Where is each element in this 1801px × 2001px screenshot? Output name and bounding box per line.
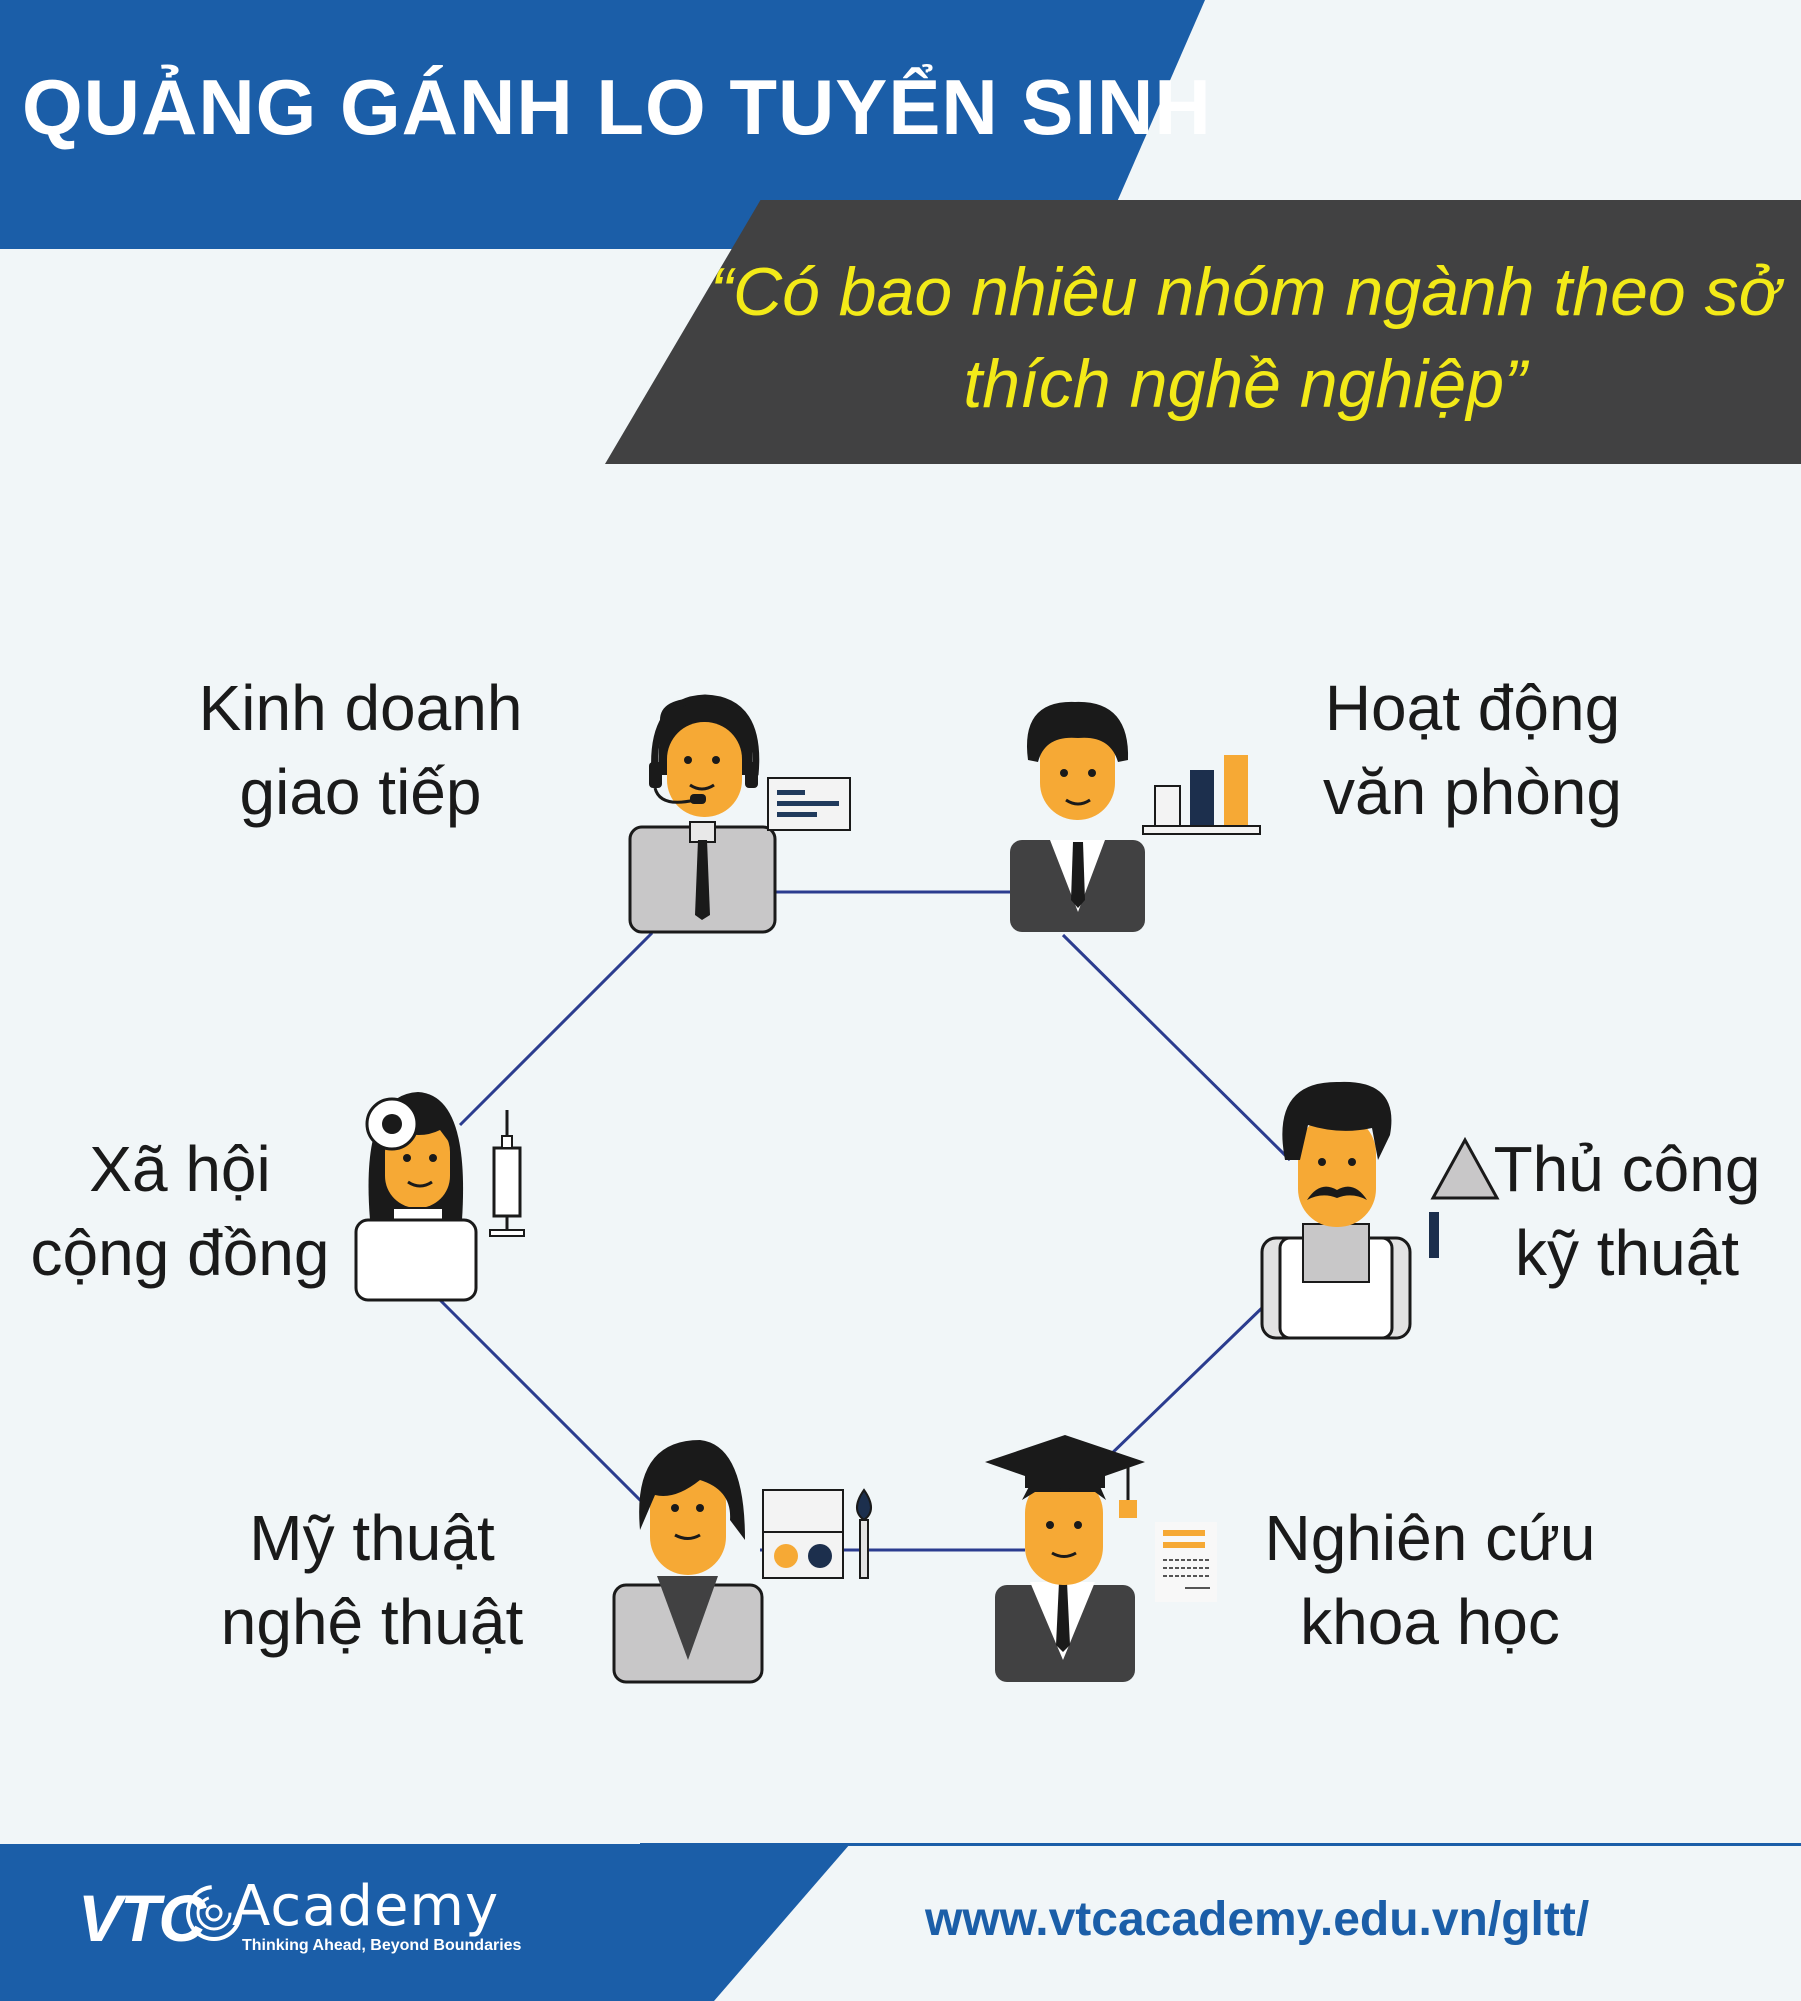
artist-person-icon (612, 1440, 872, 1684)
graduate-person-icon (985, 1435, 1217, 1682)
craftsman-person-icon (1260, 1081, 1500, 1340)
connector-bottom-right (1103, 1303, 1267, 1462)
nurse-person-icon (354, 1092, 525, 1302)
label-line-2: kỹ thuật (1514, 1217, 1740, 1289)
question-band (605, 200, 1801, 464)
logo-swirl-icon (186, 1885, 242, 1941)
logo-vtc: VTC (78, 1881, 206, 1955)
page-title: QUẢNG GÁNH LO TUYỂN SINH (22, 63, 1212, 151)
question-text: “Có bao nhiêu nhóm ngành theo sở thích n… (710, 254, 1780, 422)
label-line-1: Xã hội (89, 1133, 271, 1205)
footer-band (0, 1844, 850, 2001)
connector-top-left (458, 931, 654, 1127)
label-line-2: cộng đồng (30, 1217, 330, 1289)
label-nghien-cuu-khoa-hoc: Nghiên cứu khoa học (1245, 1496, 1615, 1664)
label-line-2: khoa học (1300, 1586, 1560, 1658)
label-xa-hoi-cong-dong: Xã hội cộng đồng (10, 1127, 350, 1295)
label-line-1: Thủ công (1493, 1133, 1761, 1205)
logo-academy: Academy (232, 1874, 500, 1939)
connector-top-right (1061, 933, 1292, 1162)
logo-tagline: Thinking Ahead, Beyond Boundaries (242, 1937, 522, 1954)
label-thu-cong-ky-thuat: Thủ công kỹ thuật (1472, 1127, 1782, 1295)
label-line-1: Mỹ thuật (249, 1502, 495, 1574)
label-kinh-doanh-giao-tiep: Kinh doanh giao tiếp (178, 666, 543, 834)
call-center-person-icon (628, 694, 851, 934)
label-my-thuat-nghe-thuat: Mỹ thuật nghệ thuật (192, 1496, 552, 1664)
label-line-1: Hoạt động (1324, 672, 1621, 744)
label-line-1: Kinh doanh (198, 672, 523, 744)
connector-bottom-left (438, 1298, 647, 1507)
label-line-2: nghệ thuật (220, 1586, 524, 1658)
office-person-icon (1010, 701, 1261, 932)
label-line-1: Nghiên cứu (1264, 1502, 1596, 1574)
label-line-2: văn phòng (1323, 756, 1622, 828)
label-hoat-dong-van-phong: Hoạt động văn phòng (1290, 666, 1655, 834)
label-line-2: giao tiếp (239, 756, 482, 828)
connector-lines (438, 890, 1292, 1552)
footer-divider (640, 1843, 1801, 1846)
website-link[interactable]: www.vtcacademy.edu.vn/gltt/ (925, 1893, 1590, 1946)
